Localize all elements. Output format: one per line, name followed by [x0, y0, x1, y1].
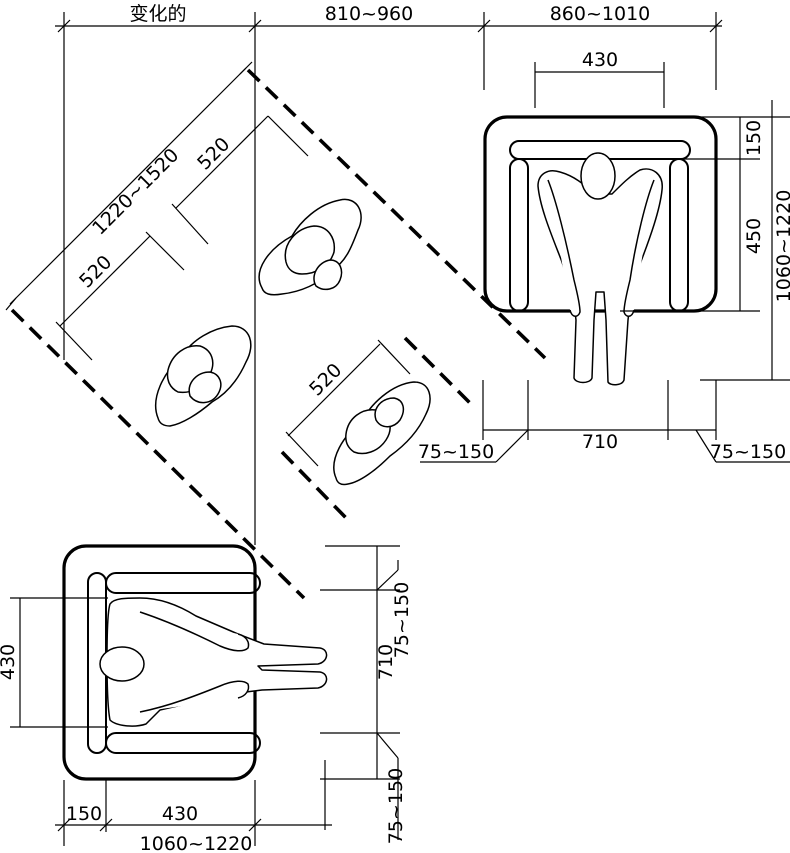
- dim-diag-520-b: 520: [75, 251, 116, 292]
- armchair-top-right: [483, 115, 718, 313]
- dim-top-mid: 810~960: [325, 3, 413, 25]
- dim-clear-right: 75~150: [710, 441, 786, 463]
- dim-right-75-a: 75~150: [391, 582, 413, 658]
- dim-bottom-150: 150: [66, 803, 102, 825]
- dim-top-right: 860~1010: [550, 3, 651, 25]
- top-right-dimensions: 430 150 450 1060~1220 75~150 710 75~150: [418, 49, 790, 463]
- dim-seat-width-top: 430: [582, 49, 618, 71]
- dim-chair-width: 710: [582, 431, 618, 453]
- person-topview-upper: [258, 198, 362, 296]
- person-topview-lower: [333, 381, 431, 486]
- dim-clear-left: 75~150: [418, 441, 494, 463]
- bottom-left-dimensions: 430 710 75~150 75~150 150 430 1060~1220: [0, 545, 413, 853]
- dim-seat-depth: 450: [743, 218, 765, 254]
- dim-left-430: 430: [0, 644, 19, 680]
- dim-right-710: 710: [375, 644, 397, 680]
- person-frontview-seated: [537, 152, 663, 386]
- dim-bottom-overall: 1060~1220: [140, 833, 253, 853]
- person-topview-left: [154, 325, 252, 427]
- top-dimension-chain: 变化的 810~960 860~1010: [55, 3, 723, 545]
- dim-overall-depth: 1060~1220: [773, 190, 790, 303]
- dashed-table-outline: [10, 68, 547, 600]
- dim-diag-520-a: 520: [193, 133, 234, 174]
- dim-diag-520-c: 520: [305, 359, 346, 400]
- dim-bottom-430: 430: [162, 803, 198, 825]
- dim-diag-overall: 1220~1520: [88, 144, 183, 239]
- dim-right-75-b: 75~150: [385, 768, 407, 844]
- dim-top-left: 变化的: [129, 3, 186, 25]
- person-sideview-seated: [99, 597, 328, 727]
- dim-back-depth: 150: [743, 120, 765, 156]
